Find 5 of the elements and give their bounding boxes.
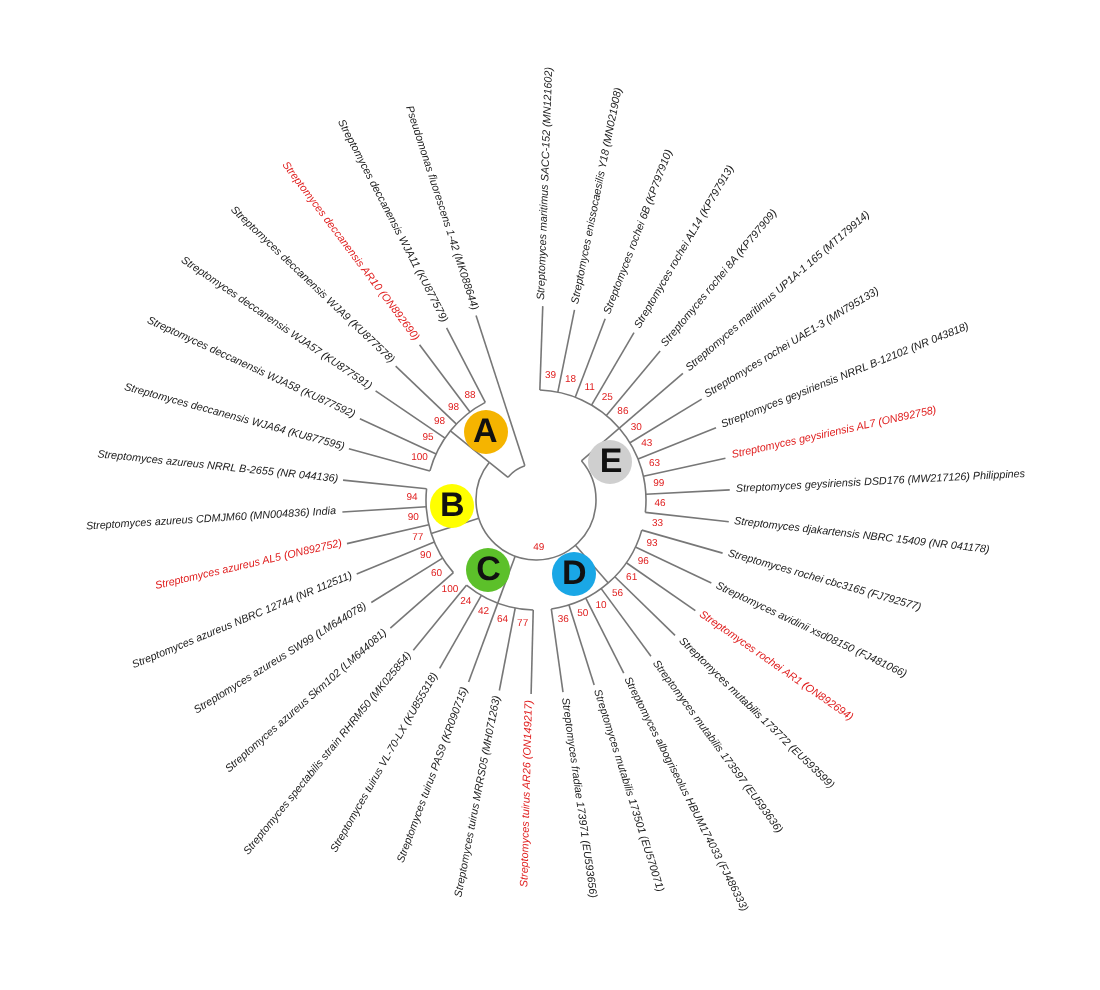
clade-circle: B (430, 483, 475, 528)
clade-circle: E (588, 440, 633, 485)
clade-circle: C (466, 547, 511, 592)
clade-circle: D (552, 552, 597, 597)
clade-circle: A (463, 410, 508, 455)
